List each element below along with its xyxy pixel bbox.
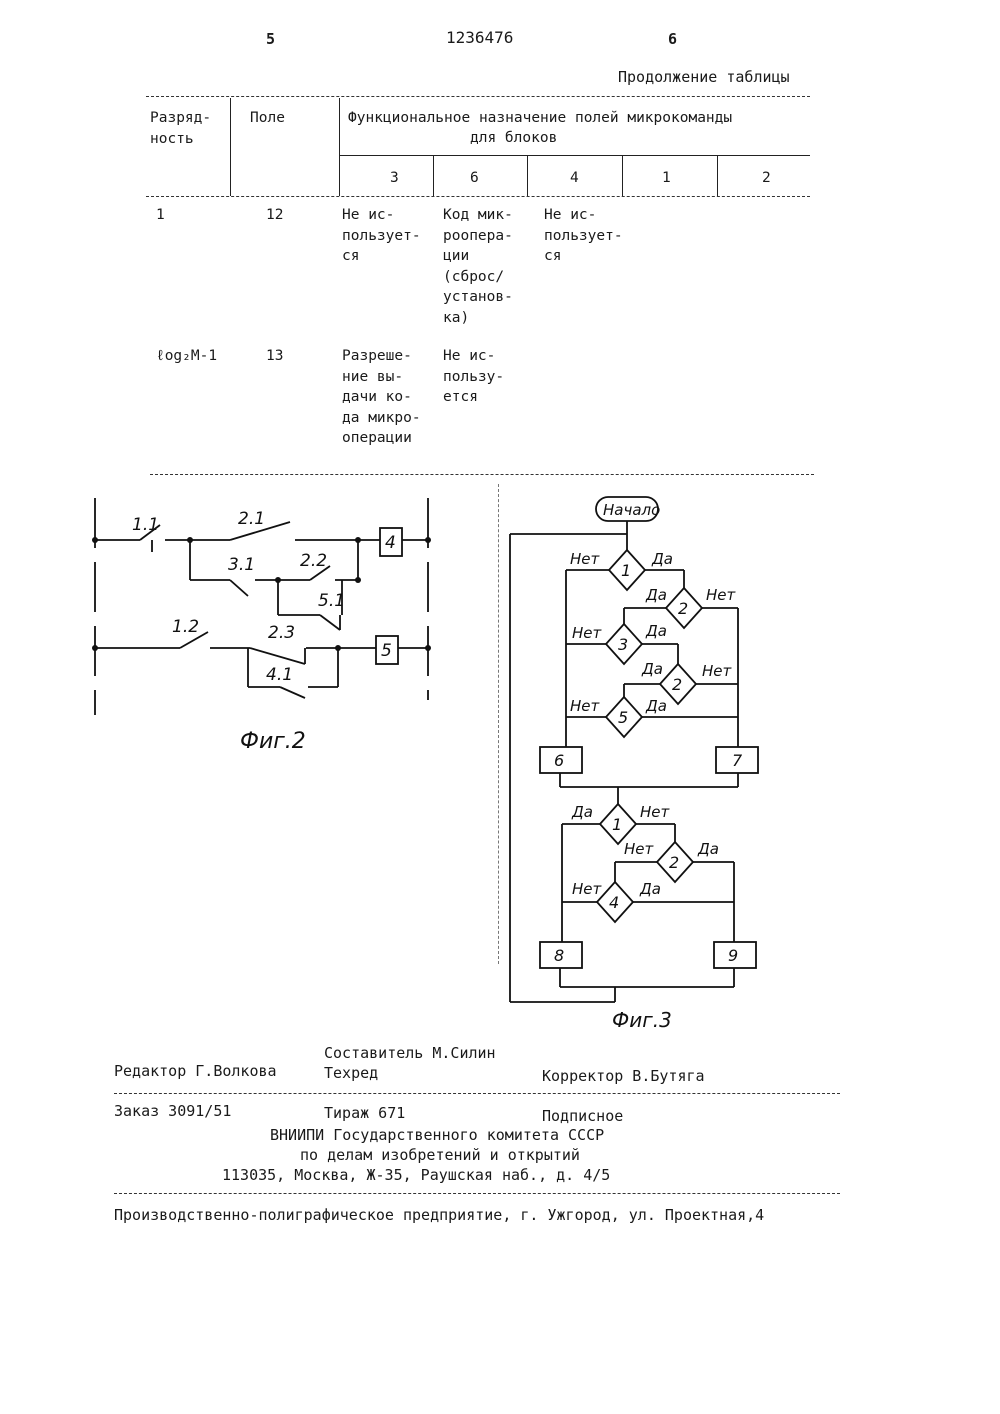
table-col-divider	[527, 156, 528, 196]
corrector: Корректор В.Бутяга	[542, 1067, 705, 1085]
organization-dept: по делам изобретений и открытий	[300, 1146, 580, 1164]
table-sub-rule	[340, 155, 810, 156]
address: 113035, Москва, Ж-35, Раушская наб., д. …	[222, 1166, 610, 1184]
condition-number: 5	[618, 708, 628, 727]
figure-divider	[498, 484, 499, 964]
table-bottom-rule	[150, 474, 814, 475]
yes-label: Да	[697, 840, 719, 858]
contact-label: 2.3	[268, 623, 295, 643]
row-block6: Код мик- роопера- ции (сброс/ установ- к…	[443, 205, 513, 328]
header-field: Поле	[250, 108, 285, 129]
table-col-divider	[230, 98, 231, 196]
fig2-relay-diagram: 1.1 2.1 3.1 2.2 5.1 1.2 2.3 4.1 4 5 Фиг.…	[80, 490, 460, 770]
table-col-divider	[339, 98, 340, 196]
contact-label: 1.1	[132, 515, 159, 535]
table-top-rule	[146, 96, 810, 97]
row-block3: Не ис- пользует- ся	[342, 205, 421, 267]
block-number: 3	[390, 168, 399, 189]
no-label: Нет	[624, 840, 655, 858]
start-terminal: Начало	[603, 501, 660, 519]
editor: Редактор Г.Волкова	[114, 1062, 277, 1080]
block-number: 6	[554, 751, 564, 770]
row-bitness: ℓog₂M-1	[156, 346, 217, 367]
order: Заказ 3091/51	[114, 1102, 231, 1120]
block-number: 9	[728, 946, 738, 965]
composer: Составитель М.Силин	[324, 1044, 496, 1062]
no-label: Нет	[572, 880, 603, 898]
condition-number: 2	[672, 675, 682, 694]
no-label: Нет	[706, 586, 737, 604]
yes-label: Да	[645, 697, 667, 715]
no-label: Нет	[570, 697, 601, 715]
row-block3: Разреше- ние вы- дачи ко- да микро- опер…	[342, 346, 421, 449]
organization: ВНИИПИ Государственного комитета СССР	[270, 1126, 604, 1144]
no-label: Нет	[570, 550, 601, 568]
contact-label: 3.1	[228, 555, 255, 575]
block-number: 2	[762, 168, 771, 189]
row-block4: Не ис- пользует- ся	[544, 205, 623, 267]
block-number: 8	[554, 946, 564, 965]
condition-number: 1	[612, 815, 622, 834]
yes-label: Да	[641, 660, 663, 678]
condition-number: 2	[678, 599, 688, 618]
fig3-flowchart: Начало 1 2 3 2 5 1 2 4 Нет Да Да Нет Нет…	[500, 492, 780, 1037]
header-function: Функциональное назначение полей микроком…	[348, 108, 732, 129]
table-header-rule	[146, 196, 810, 197]
table-col-divider	[622, 156, 623, 196]
block-number: 4	[570, 168, 579, 189]
yes-label: Да	[645, 622, 667, 640]
contact-label: 1.2	[172, 617, 199, 637]
fig3-caption: Фиг.3	[612, 1008, 672, 1032]
page-number-right: 6	[668, 30, 677, 48]
row-block6: Не ис- пользу- ется	[443, 346, 504, 408]
table-col-divider	[717, 156, 718, 196]
block-number: 6	[470, 168, 479, 189]
block-number: 7	[732, 751, 743, 770]
subscription: Подписное	[542, 1107, 623, 1125]
contact-label: 2.1	[238, 509, 265, 529]
condition-number: 1	[621, 561, 631, 580]
row-field: 12	[266, 205, 283, 226]
no-label: Нет	[572, 624, 603, 642]
no-label: Нет	[640, 803, 671, 821]
coil-label: 4	[385, 533, 396, 553]
yes-label: Да	[639, 880, 661, 898]
yes-label: Да	[571, 803, 593, 821]
block-number: 1	[662, 168, 671, 189]
row-field: 13	[266, 346, 283, 367]
fig2-caption: Фиг.2	[240, 729, 306, 754]
header-bitness: Разряд- ность	[150, 108, 211, 149]
condition-number: 2	[669, 853, 679, 872]
contact-label: 2.2	[300, 551, 327, 571]
imprint-rule	[114, 1093, 840, 1094]
condition-number: 3	[618, 635, 628, 654]
techred: Техред	[324, 1064, 378, 1082]
contact-label: 5.1	[318, 591, 345, 611]
condition-number: 4	[609, 893, 619, 912]
imprint-rule	[114, 1193, 840, 1194]
yes-label: Да	[651, 550, 673, 568]
printer: Производственно-полиграфическое предприя…	[114, 1206, 764, 1224]
coil-label: 5	[381, 641, 392, 661]
patent-number: 1236476	[446, 28, 513, 47]
no-label: Нет	[702, 662, 733, 680]
row-bitness: 1	[156, 205, 165, 226]
header-function-sub: для блоков	[470, 128, 557, 149]
yes-label: Да	[645, 586, 667, 604]
page-number-left: 5	[266, 30, 275, 48]
table-continuation: Продолжение таблицы	[618, 68, 790, 86]
contact-label: 4.1	[266, 665, 293, 685]
table-col-divider	[433, 156, 434, 196]
print-run: Тираж 671	[324, 1104, 405, 1122]
